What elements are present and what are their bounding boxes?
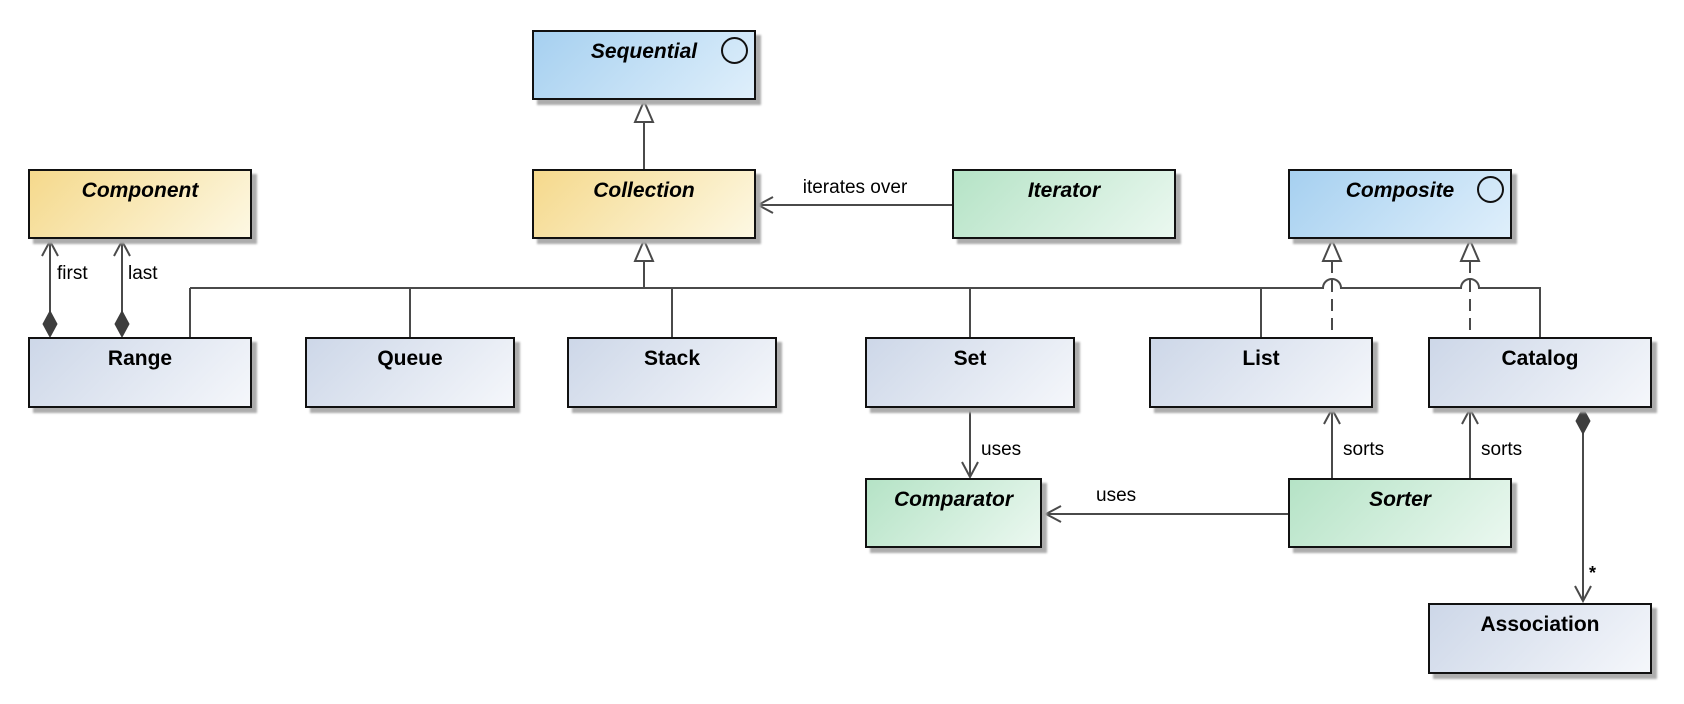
class-box-list[interactable]: List <box>1149 337 1373 408</box>
class-name-list: List <box>1242 347 1280 370</box>
edge-catalog-to-composite-realization <box>1459 237 1481 337</box>
edge-label-first: first <box>57 263 88 284</box>
edge-label-sorter-uses: uses <box>1096 485 1137 506</box>
edge-sorter-to-catalog-sorts <box>1461 406 1479 478</box>
edge-set-to-comparator-uses <box>961 408 979 480</box>
class-name-association: Association <box>1480 613 1600 636</box>
class-name-collection: Collection <box>593 179 695 202</box>
class-name-composite: Composite <box>1345 179 1455 202</box>
class-box-iterator[interactable]: Iterator <box>952 169 1176 239</box>
edge-label-set-uses: uses <box>981 439 1022 460</box>
interface-circle-icon <box>1477 176 1504 203</box>
class-name-range: Range <box>107 347 173 370</box>
edge-label-sorts-list: sorts <box>1343 439 1385 460</box>
edge-collection-to-sequential-generalization <box>633 98 655 169</box>
edge-label-association-multiplicity: * <box>1589 563 1597 583</box>
interface-circle-icon <box>721 37 748 64</box>
class-name-sequential: Sequential <box>590 40 698 63</box>
class-box-composite[interactable]: Composite <box>1288 169 1512 239</box>
class-name-sorter: Sorter <box>1369 488 1431 511</box>
edge-label-last: last <box>128 263 158 284</box>
edge-range-to-component-last <box>113 238 131 339</box>
class-box-sequential[interactable]: Sequential <box>532 30 756 100</box>
class-name-component: Component <box>81 179 199 202</box>
class-name-comparator: Comparator <box>893 488 1014 511</box>
class-name-set: Set <box>953 347 987 370</box>
edge-iterator-to-collection-iterates-over <box>755 196 952 214</box>
edge-sorter-to-comparator-uses <box>1043 505 1288 523</box>
class-name-stack: Stack <box>643 347 701 370</box>
edge-catalog-to-association-composition <box>1574 406 1592 604</box>
class-box-comparator[interactable]: Comparator <box>865 478 1042 548</box>
class-box-collection[interactable]: Collection <box>532 169 756 239</box>
class-box-catalog[interactable]: Catalog <box>1428 337 1652 408</box>
class-box-queue[interactable]: Queue <box>305 337 515 408</box>
class-name-catalog: Catalog <box>1501 347 1579 370</box>
class-box-sorter[interactable]: Sorter <box>1288 478 1512 548</box>
class-name-iterator: Iterator <box>1027 179 1101 202</box>
class-box-range[interactable]: Range <box>28 337 252 408</box>
edge-list-to-composite-realization <box>1321 237 1343 337</box>
class-box-set[interactable]: Set <box>865 337 1075 408</box>
edge-range-to-component-first <box>41 238 59 339</box>
edge-subclasses-to-collection-generalization-bus <box>189 237 1541 337</box>
edge-label-iterates-over: iterates over <box>802 177 908 198</box>
edge-label-sorts-catalog: sorts <box>1481 439 1523 460</box>
class-box-stack[interactable]: Stack <box>567 337 777 408</box>
edge-sorter-to-list-sorts <box>1323 406 1341 478</box>
class-box-association[interactable]: Association <box>1428 603 1652 674</box>
class-name-queue: Queue <box>377 347 443 370</box>
class-box-component[interactable]: Component <box>28 169 252 239</box>
